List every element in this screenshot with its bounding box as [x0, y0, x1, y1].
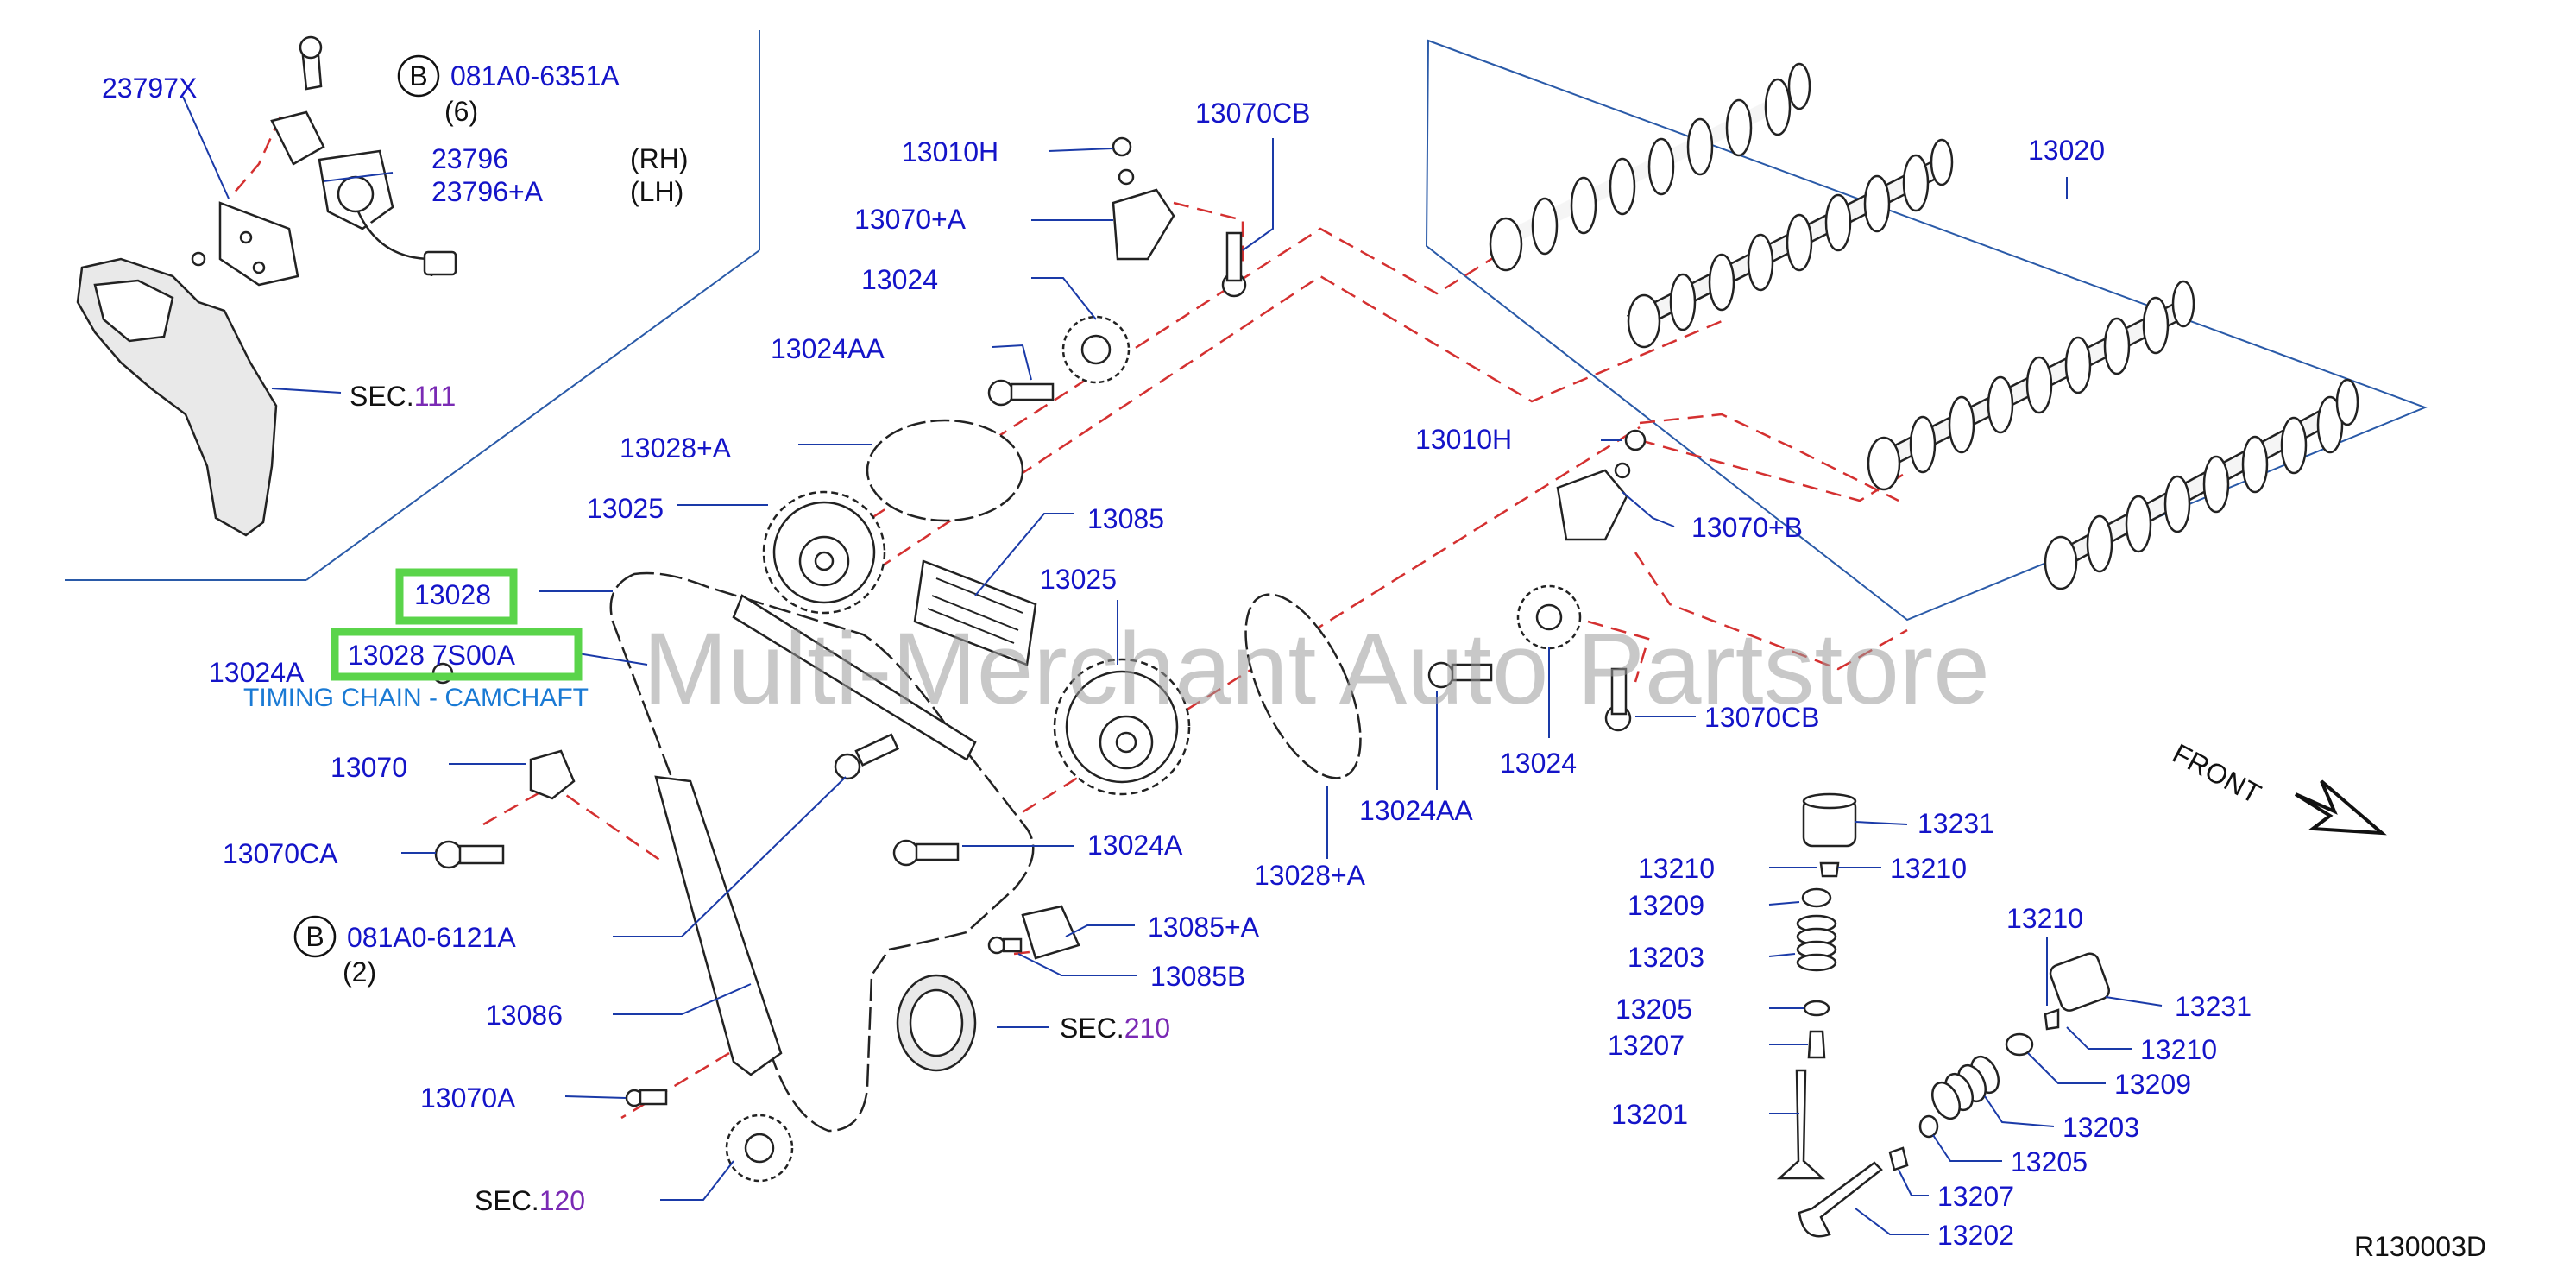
- tensioner-right: [1556, 429, 1647, 541]
- label-13010H-right[interactable]: 13010H: [1415, 424, 1512, 455]
- label-bolt-qty-bottom: (2): [343, 956, 376, 988]
- label-13209-b[interactable]: 13209: [2114, 1069, 2191, 1100]
- leader-lines: [182, 96, 2163, 1235]
- label-13024AA-top[interactable]: 13024AA: [771, 333, 885, 364]
- label-sec-120[interactable]: SEC.120: [475, 1185, 585, 1216]
- label-13231-a[interactable]: 13231: [1918, 808, 1994, 839]
- label-13024AA-bottom[interactable]: 13024AA: [1359, 795, 1473, 826]
- bolt-set: [431, 231, 1632, 1107]
- label-13070CB-right[interactable]: 13070CB: [1704, 702, 1819, 733]
- label-13028-7S00A[interactable]: 13028 7S00A: [348, 640, 516, 671]
- highlight-13028: [395, 568, 518, 625]
- label-13085A[interactable]: 13085+A: [1148, 912, 1260, 943]
- circle-b-letter-bottom: B: [305, 921, 324, 952]
- label-23797X[interactable]: 23797X: [102, 73, 197, 104]
- chain-right: [1244, 593, 1362, 779]
- sprocket-right-small: [1516, 584, 1582, 650]
- label-13070A-plus[interactable]: 13070+A: [854, 204, 967, 235]
- label-13210-c[interactable]: 13210: [2006, 903, 2083, 934]
- chain-guide-small: [1021, 905, 1080, 960]
- label-13024A-mid[interactable]: 13024A: [1087, 830, 1183, 861]
- highlighted-subtitle: TIMING CHAIN - CAMCHAFT: [243, 684, 589, 712]
- label-13209-a[interactable]: 13209: [1628, 890, 1704, 921]
- chain-guide-diag: [732, 594, 977, 761]
- label-13207-a[interactable]: 13207: [1608, 1030, 1685, 1061]
- label-13202[interactable]: 13202: [1937, 1220, 2014, 1251]
- label-13085[interactable]: 13085: [1087, 503, 1164, 534]
- label-13025-mid[interactable]: 13025: [1040, 564, 1117, 595]
- label-sec-111[interactable]: SEC.111: [350, 381, 456, 412]
- label-13203-a[interactable]: 13203: [1628, 942, 1704, 973]
- part-labels: 23797X 081A0-6351A (6) 23796 23796+A (RH…: [102, 60, 2252, 1251]
- label-13203-b[interactable]: 13203: [2063, 1112, 2139, 1143]
- label-13024-top[interactable]: 13024: [861, 264, 938, 295]
- label-13210-b[interactable]: 13210: [1890, 853, 1967, 884]
- label-13070[interactable]: 13070: [331, 752, 407, 783]
- label-23796[interactable]: 23796: [431, 143, 508, 174]
- sprocket-top-small: [1061, 315, 1131, 384]
- chain-upper: [866, 419, 1024, 522]
- label-13070A[interactable]: 13070A: [420, 1082, 516, 1114]
- timing-bracket-left: [529, 749, 576, 800]
- label-bolt-081A0-6351A[interactable]: 081A0-6351A: [450, 60, 620, 92]
- label-13028A-top[interactable]: 13028+A: [620, 432, 732, 464]
- cam-sensor-bracket: [76, 35, 457, 537]
- reference-code: R130003D: [2354, 1231, 2486, 1262]
- camshaft-frame: [1425, 39, 2428, 622]
- label-sec-210[interactable]: SEC.210: [1060, 1013, 1170, 1044]
- label-13024A-left[interactable]: 13024A: [209, 657, 305, 688]
- tensioner-top: [1112, 136, 1175, 261]
- label-13070CB-top[interactable]: 13070CB: [1195, 98, 1310, 129]
- label-23796A[interactable]: 23796+A: [431, 176, 544, 207]
- circle-b-letter: B: [409, 60, 427, 92]
- tensioner-bottom: [896, 974, 977, 1072]
- watermark: Multi-Merchant Auto Partstore: [643, 612, 1990, 726]
- valve-train-left: [1776, 792, 1857, 1180]
- label-13210-d[interactable]: 13210: [2140, 1034, 2217, 1065]
- label-lh: (LH): [630, 176, 683, 207]
- label-13010H-top[interactable]: 13010H: [902, 136, 998, 167]
- label-bolt-081A0-6121A[interactable]: 081A0-6121A: [347, 922, 516, 953]
- label-13085B[interactable]: 13085B: [1150, 961, 1245, 992]
- inset-frame: [65, 30, 760, 581]
- label-13207-b[interactable]: 13207: [1937, 1181, 2014, 1212]
- sprocket-crank: [725, 1114, 794, 1183]
- camshaft-4: [2044, 378, 2359, 590]
- label-13028A-bottom[interactable]: 13028+A: [1254, 860, 1366, 891]
- label-13086[interactable]: 13086: [486, 1000, 563, 1031]
- camshaft-3: [1867, 280, 2195, 491]
- label-13210-a[interactable]: 13210: [1638, 853, 1715, 884]
- label-13020[interactable]: 13020: [2028, 135, 2105, 166]
- highlight-boxes: [331, 568, 583, 681]
- label-rh: (RH): [630, 143, 689, 174]
- label-13070CA[interactable]: 13070CA: [223, 838, 338, 869]
- highlight-13028-7S00A: [331, 628, 583, 681]
- valve-train-right: [1798, 952, 2111, 1238]
- label-13024-right[interactable]: 13024: [1500, 748, 1577, 779]
- label-bolt-qty-top: (6): [444, 96, 478, 127]
- label-13070B[interactable]: 13070+B: [1691, 512, 1803, 543]
- chain-guide-long: [654, 775, 783, 1076]
- label-13205-b[interactable]: 13205: [2011, 1146, 2088, 1177]
- front-label: FRONT: [2168, 737, 2266, 810]
- camshaft-set: [1489, 62, 2359, 590]
- label-13205-a[interactable]: 13205: [1616, 994, 1692, 1025]
- circle-b-icon-bottom: B: [293, 915, 337, 958]
- camshaft-1: [1489, 62, 1811, 272]
- label-13025-left[interactable]: 13025: [587, 493, 664, 524]
- label-13231-b[interactable]: 13231: [2175, 991, 2252, 1022]
- label-13201[interactable]: 13201: [1611, 1099, 1688, 1130]
- chain-guide-upper: [913, 559, 1037, 666]
- front-arrow-icon: [2294, 779, 2387, 836]
- sprocket-left-upper: [762, 490, 886, 615]
- sprocket-mid: [1053, 658, 1191, 796]
- camshaft-2: [1627, 138, 1954, 349]
- label-13028[interactable]: 13028: [414, 579, 491, 610]
- circle-b-icon: B: [397, 54, 440, 98]
